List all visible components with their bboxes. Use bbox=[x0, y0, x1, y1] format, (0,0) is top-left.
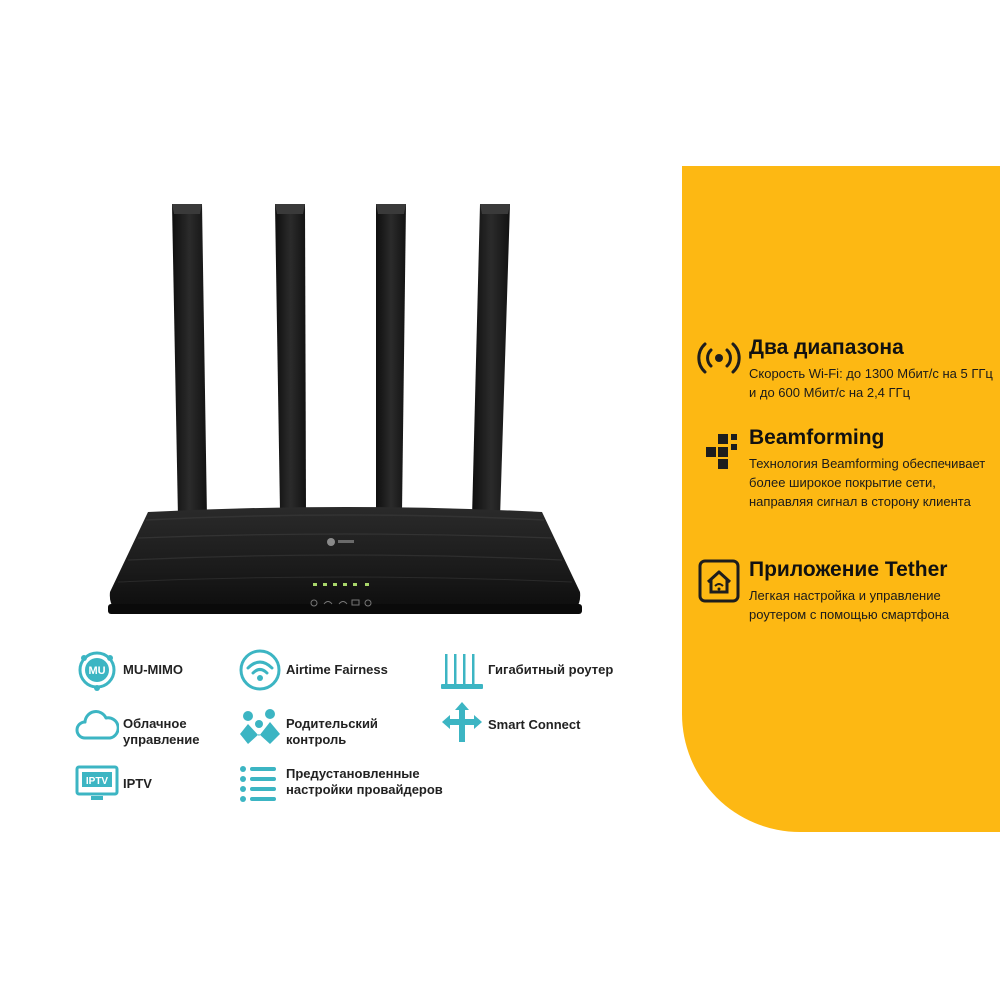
iptv-label: IPTV bbox=[123, 776, 152, 791]
antenna-4 bbox=[472, 204, 510, 518]
airtime-fairness-icon bbox=[239, 649, 281, 691]
isp-label-line2: настройки провайдеров bbox=[286, 782, 443, 797]
mu-mimo-label: MU-MIMO bbox=[123, 662, 183, 677]
iptv-icon: IPTV bbox=[75, 765, 119, 800]
front-indicator-icons bbox=[310, 599, 372, 607]
smart-connect-icon bbox=[442, 702, 482, 742]
antenna-1 bbox=[172, 204, 207, 518]
router-body bbox=[108, 507, 582, 614]
tether-app-description: Легкая настройка и управление роутером с… bbox=[749, 588, 950, 622]
dual-band-title: Два диапазона bbox=[749, 336, 904, 359]
router-image bbox=[108, 204, 582, 614]
dual-band-description: Скорость Wi-Fi: до 1300 Мбит/с на 5 ГГц … bbox=[749, 366, 993, 400]
isp-presets-icon bbox=[240, 766, 276, 802]
gigabit-router-label: Гигабитный роутер bbox=[488, 662, 614, 677]
dual-band-signal-icon bbox=[697, 342, 741, 374]
parental-label-line1: Родительский bbox=[286, 716, 378, 731]
isp-label-line1: Предустановленные bbox=[286, 766, 420, 781]
antenna-2 bbox=[275, 204, 306, 512]
mu-mimo-icon: MU bbox=[78, 651, 116, 691]
tether-app-title: Приложение Tether bbox=[749, 558, 948, 581]
beamforming-title: Beamforming bbox=[749, 426, 885, 449]
cloud-label-line1: Облачное bbox=[123, 716, 187, 731]
antenna-3 bbox=[376, 204, 406, 512]
beamforming-icon bbox=[706, 434, 737, 469]
cloud-label-line2: управление bbox=[123, 732, 200, 747]
brand-logo bbox=[327, 538, 354, 546]
beamforming-description: Технология Beamforming обеспечивает боле… bbox=[749, 456, 986, 509]
gigabit-router-icon bbox=[441, 654, 483, 689]
highlights-panel: Два диапазона Скорость Wi-Fi: до 1300 Мб… bbox=[682, 166, 1000, 832]
parental-control-icon bbox=[240, 709, 280, 744]
smart-connect-label: Smart Connect bbox=[488, 717, 581, 732]
status-leds bbox=[313, 583, 369, 586]
iptv-badge: IPTV bbox=[86, 776, 109, 787]
parental-control-label: Родительский контроль bbox=[286, 716, 378, 748]
airtime-fairness-label: Airtime Fairness bbox=[286, 662, 388, 677]
cloud-icon bbox=[75, 710, 119, 740]
cloud-management-label: Облачное управление bbox=[123, 716, 199, 748]
parental-label-line2: контроль bbox=[286, 732, 347, 747]
mu-badge: MU bbox=[88, 665, 105, 677]
isp-presets-label: Предустановленные настройки провайдеров bbox=[286, 766, 443, 798]
tether-app-icon bbox=[698, 559, 740, 603]
